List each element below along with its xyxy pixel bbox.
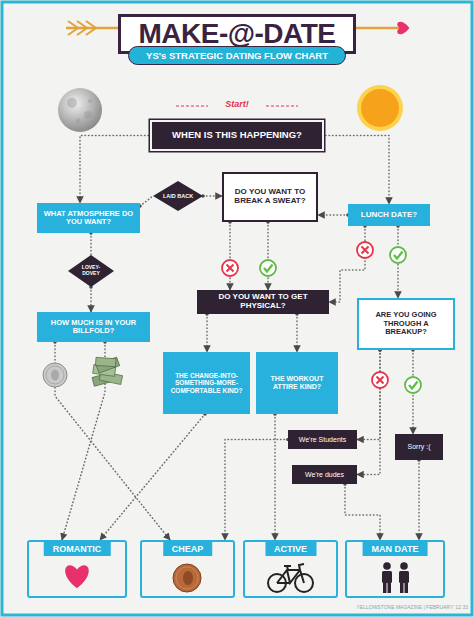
outcome-box: MAN DATE	[345, 540, 445, 598]
flow-connector	[225, 440, 288, 541]
flow-connector	[274, 414, 276, 540]
outcome-title: ACTIVE	[265, 542, 316, 556]
flow-connector	[90, 287, 92, 312]
question-box: LUNCH DATE?	[348, 204, 430, 226]
flow-connector	[318, 214, 348, 216]
man-date-icon	[382, 562, 409, 593]
heart-icon	[65, 565, 89, 588]
flow-connector	[345, 484, 380, 540]
bicycle-icon	[268, 564, 313, 592]
answer-box: DO YOU WANT TO GET PHYSICAL?	[197, 290, 329, 314]
no-mark	[357, 242, 373, 258]
start-dash	[176, 106, 208, 107]
outcome-box: ROMANTIC	[27, 540, 127, 598]
start-question-box: WHEN IS THIS HAPPENING?	[152, 122, 322, 149]
node-text: We're Students	[299, 436, 347, 444]
outcome-title: ROMANTIC	[44, 542, 111, 556]
node-text: WHEN IS THIS HAPPENING?	[172, 130, 302, 141]
flow-connector	[267, 222, 269, 290]
flow-connector	[100, 414, 205, 540]
flow-connector	[418, 460, 420, 540]
flow-connector	[329, 226, 365, 302]
footer-note: YELLOWSTONE MAGAZINE | FEBRUARY '12 33	[290, 604, 468, 613]
node-text: LUNCH DATE?	[361, 211, 417, 220]
diamond-shape	[153, 181, 203, 211]
flow-connector	[140, 196, 153, 206]
outcome-box: ACTIVE	[243, 540, 338, 598]
outcome-box: CHEAP	[140, 540, 235, 598]
flow-connector	[296, 314, 298, 352]
node-text: HOW MUCH IS IN YOUR BILLFOLD?	[41, 319, 146, 336]
subtitle-band: YS's STRATEGIC DATING FLOW CHART	[128, 46, 346, 65]
node-text: DO YOU WANT TO GET PHYSICAL?	[201, 293, 325, 311]
node-text: We're dudes	[305, 471, 344, 479]
flow-connector	[357, 350, 380, 440]
sun-icon	[357, 85, 403, 131]
node-text: DO YOU WANT TO BREAK A SWEAT?	[228, 188, 312, 206]
money-pile-icon	[92, 357, 123, 386]
flow-connector	[229, 222, 231, 290]
question-box: WHAT ATMOSPHERE DO YOU WANT?	[37, 203, 140, 233]
moon-icon	[58, 88, 102, 132]
question-box: THE CHANGE-INTO-SOMETHING-MORE-COMFORTAB…	[163, 352, 250, 414]
flow-connector	[322, 136, 389, 205]
question-box: THE WORKOUT ATTIRE KIND?	[256, 352, 338, 414]
yes-mark	[260, 260, 276, 276]
node-text: ARE YOU GOING THROUGH A BREAKUP?	[363, 311, 449, 336]
node-text: THE CHANGE-INTO-SOMETHING-MORE-COMFORTAB…	[167, 372, 246, 394]
node-text: LOVEY-DOVEY	[74, 265, 108, 276]
question-box: HOW MUCH IS IN YOUR BILLFOLD?	[37, 312, 150, 342]
question-box: DO YOU WANT TO BREAK A SWEAT?	[222, 172, 318, 222]
no-mark	[372, 372, 388, 388]
start-dash	[266, 106, 298, 107]
diamond-shape	[68, 255, 114, 287]
flow-connector	[357, 350, 380, 475]
flow-connector	[203, 195, 222, 197]
question-box: ARE YOU GOING THROUGH A BREAKUP?	[357, 298, 455, 350]
decision-diamond: LAID BACK	[153, 181, 203, 211]
heart-arrowhead	[397, 22, 409, 34]
flow-connector	[80, 136, 152, 204]
answer-box: We're dudes	[292, 465, 357, 484]
decision-diamond: LOVEY-DOVEY	[68, 255, 114, 287]
flow-connector	[55, 342, 170, 540]
yes-mark	[390, 247, 406, 263]
node-text: Sorry :(	[408, 443, 431, 451]
flow-connector	[90, 233, 92, 255]
penny-icon	[173, 564, 201, 592]
node-text: WHAT ATMOSPHERE DO YOU WANT?	[41, 210, 136, 227]
flow-connector	[206, 314, 208, 352]
start-label: Start!	[206, 99, 268, 113]
no-mark	[222, 260, 238, 276]
outcome-title: MAN DATE	[363, 542, 428, 556]
outcome-title: CHEAP	[163, 542, 213, 556]
answer-box: We're Students	[288, 430, 357, 449]
answer-box: Sorry :(	[395, 434, 443, 460]
node-text: THE WORKOUT ATTIRE KIND?	[260, 375, 334, 391]
yes-mark	[405, 377, 421, 393]
coin-icon	[43, 363, 67, 387]
node-text: LAID BACK	[163, 193, 193, 199]
arrow-fletching	[68, 21, 96, 35]
